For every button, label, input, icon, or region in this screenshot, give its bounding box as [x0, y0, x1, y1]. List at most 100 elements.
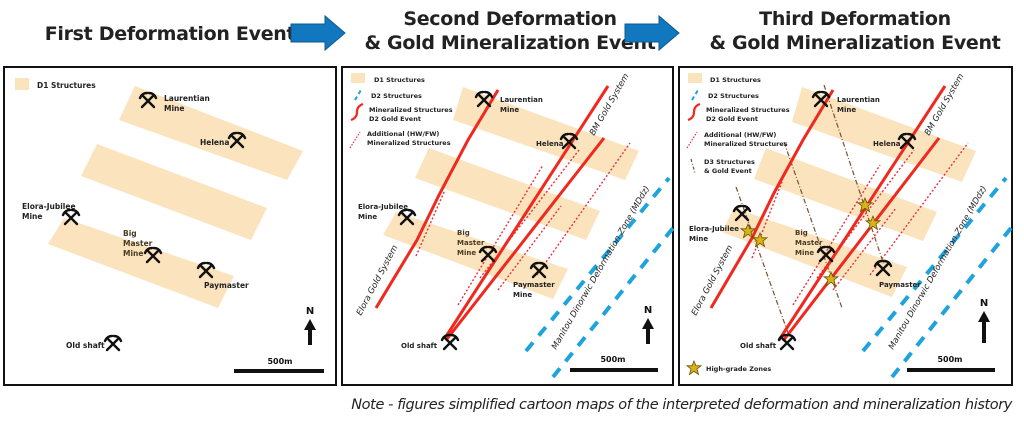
label-old-shaft: Old shaft: [401, 342, 438, 350]
label-laurentian-mine: Mine: [837, 106, 856, 114]
legend-mineralized-label-2: D2 Gold Event: [369, 115, 421, 123]
legend-hwfw-label-1: Additional (HW/FW): [704, 131, 776, 139]
d1-band-north: [453, 87, 639, 180]
legend-mineralized-swatch: [687, 102, 701, 122]
title-first-event: First Deformation Event: [44, 23, 296, 45]
d2-structure-line: [861, 176, 1008, 353]
title-second-line2: & Gold Mineralization Event: [364, 32, 656, 54]
legend-d2-label: D2 Structures: [708, 92, 759, 100]
label-big-mine: Mine: [123, 249, 143, 258]
d1-band-north: [792, 87, 976, 182]
label-elora: Elora-Jubilee: [22, 202, 76, 211]
legend-mineralized-label-1: Mineralized Structures: [706, 106, 790, 114]
d1-band-middle: [754, 148, 937, 241]
hwfw-structure-line: [457, 164, 544, 306]
map-panel-third: Elora Gold System BM Gold System Manitou…: [678, 66, 1013, 386]
legend-d2-label: D2 Structures: [371, 92, 422, 100]
legend-d2-swatch: [691, 89, 699, 101]
legend-hwfw-swatch: [686, 131, 698, 149]
bm-gold-system-line: [781, 137, 941, 342]
hwfw-structure-line: [497, 205, 562, 291]
label-big-mine: Mine: [795, 249, 814, 257]
label-elora-mine: Mine: [22, 212, 42, 221]
elora-gold-system-line: [374, 89, 500, 309]
legend-hwfw-label-1: Additional (HW/FW): [367, 130, 439, 138]
elora-gold-system-line: [709, 89, 835, 309]
d1-band-south: [383, 212, 568, 299]
hwfw-structure-line: [792, 164, 881, 306]
d1-structures: [722, 87, 976, 297]
footnote: Note - figures simplified cartoon maps o…: [351, 397, 1012, 413]
scale-label: 500m: [267, 357, 292, 366]
bm-gold-system-line: [443, 85, 610, 339]
label-laurentian: Laurentian: [500, 96, 543, 104]
hwfw-structure-line: [869, 142, 969, 276]
d1-band-middle: [415, 148, 600, 240]
label-big-master: Master: [795, 239, 823, 247]
label-helena: Helena: [536, 140, 564, 148]
map-panel-second: Elora Gold System BM Gold System Manitou…: [341, 66, 675, 386]
label-paymaster: Paymaster: [204, 281, 249, 290]
title-second-line1: Second Deformation: [403, 8, 617, 30]
hwfw-structure-line: [479, 149, 580, 279]
legend-mineralized-swatch: [350, 102, 364, 122]
d1-structures: [48, 86, 303, 308]
title-third-event: Third Deformation & Gold Mineralization …: [690, 7, 1020, 55]
legend-mineralized-label-2: D2 Gold Event: [706, 115, 758, 123]
label-elora-mine: Mine: [689, 235, 708, 243]
legend-d3-label-1: D3 Structures: [704, 158, 755, 166]
title-third-line1: Third Deformation: [759, 8, 951, 30]
legend-d2-swatch: [354, 89, 362, 101]
label-elora: Elora-Jubilee: [689, 225, 739, 233]
north-label: N: [980, 298, 988, 309]
map-panel-first: D1 Structures Laurentian Mine Helena Elo…: [3, 66, 337, 386]
d2-structure-line: [524, 176, 671, 353]
north-arrow-icon: [978, 311, 990, 343]
label-old-shaft: Old shaft: [66, 341, 105, 350]
bm-gold-system-line: [777, 85, 947, 341]
legend-d1-label: D1 Structures: [37, 81, 96, 90]
north-arrow-icon: [304, 319, 316, 345]
legend-hwfw-label-2: Mineralized Structures: [367, 139, 451, 147]
legend-mineralized-label-1: Mineralized Structures: [369, 106, 453, 114]
label-elora-mine: Mine: [358, 213, 377, 221]
hwfw-structure-line: [816, 149, 915, 279]
label-laurentian-mine: Mine: [500, 106, 519, 114]
legend-d3-swatch: [690, 158, 696, 174]
scale-label: 500m: [600, 355, 625, 364]
title-third-line2: & Gold Mineralization Event: [709, 32, 1001, 54]
label-laurentian: Laurentian: [164, 94, 210, 103]
d1-band-north: [119, 86, 303, 180]
d3-structure-line: [783, 141, 843, 309]
title-second-event: Second Deformation & Gold Mineralization…: [360, 7, 660, 55]
label-helena: Helena: [873, 140, 901, 148]
label-paymaster-mine: Mine: [513, 291, 532, 299]
scale-bar: [234, 369, 324, 373]
scale-bar: [570, 368, 658, 372]
north-label: N: [306, 306, 314, 317]
d1-structures: [383, 87, 639, 299]
legend-high-grade-label: High-grade Zones: [706, 365, 771, 373]
mine-pick-icon: [103, 334, 123, 352]
label-big: Big: [123, 229, 137, 238]
d3-structure-line: [735, 186, 789, 334]
scale-label: 500m: [937, 355, 962, 364]
d1-band-south: [722, 208, 907, 297]
legend-d1-label: D1 Structures: [710, 76, 761, 84]
scale-bar: [907, 368, 995, 372]
label-old-shaft: Old shaft: [740, 342, 777, 350]
label-big-master: Master: [123, 239, 153, 248]
label-bm-gold-system: BM Gold System: [923, 72, 967, 137]
legend-d3-label-2: & Gold Event: [704, 167, 752, 175]
arrow-right-icon: [290, 14, 346, 52]
label-laurentian-mine: Mine: [164, 104, 184, 113]
d1-band-south: [48, 218, 234, 308]
label-big-mine: Mine: [457, 249, 476, 257]
d3-structure-line: [823, 84, 885, 266]
legend-hwfw-swatch: [349, 131, 361, 149]
north-arrow-icon: [642, 318, 654, 344]
label-elora: Elora-Jubilee: [358, 203, 408, 211]
label-big-master: Master: [457, 239, 485, 247]
legend-d1-swatch: [688, 73, 702, 83]
bm-gold-system-line: [445, 137, 606, 340]
